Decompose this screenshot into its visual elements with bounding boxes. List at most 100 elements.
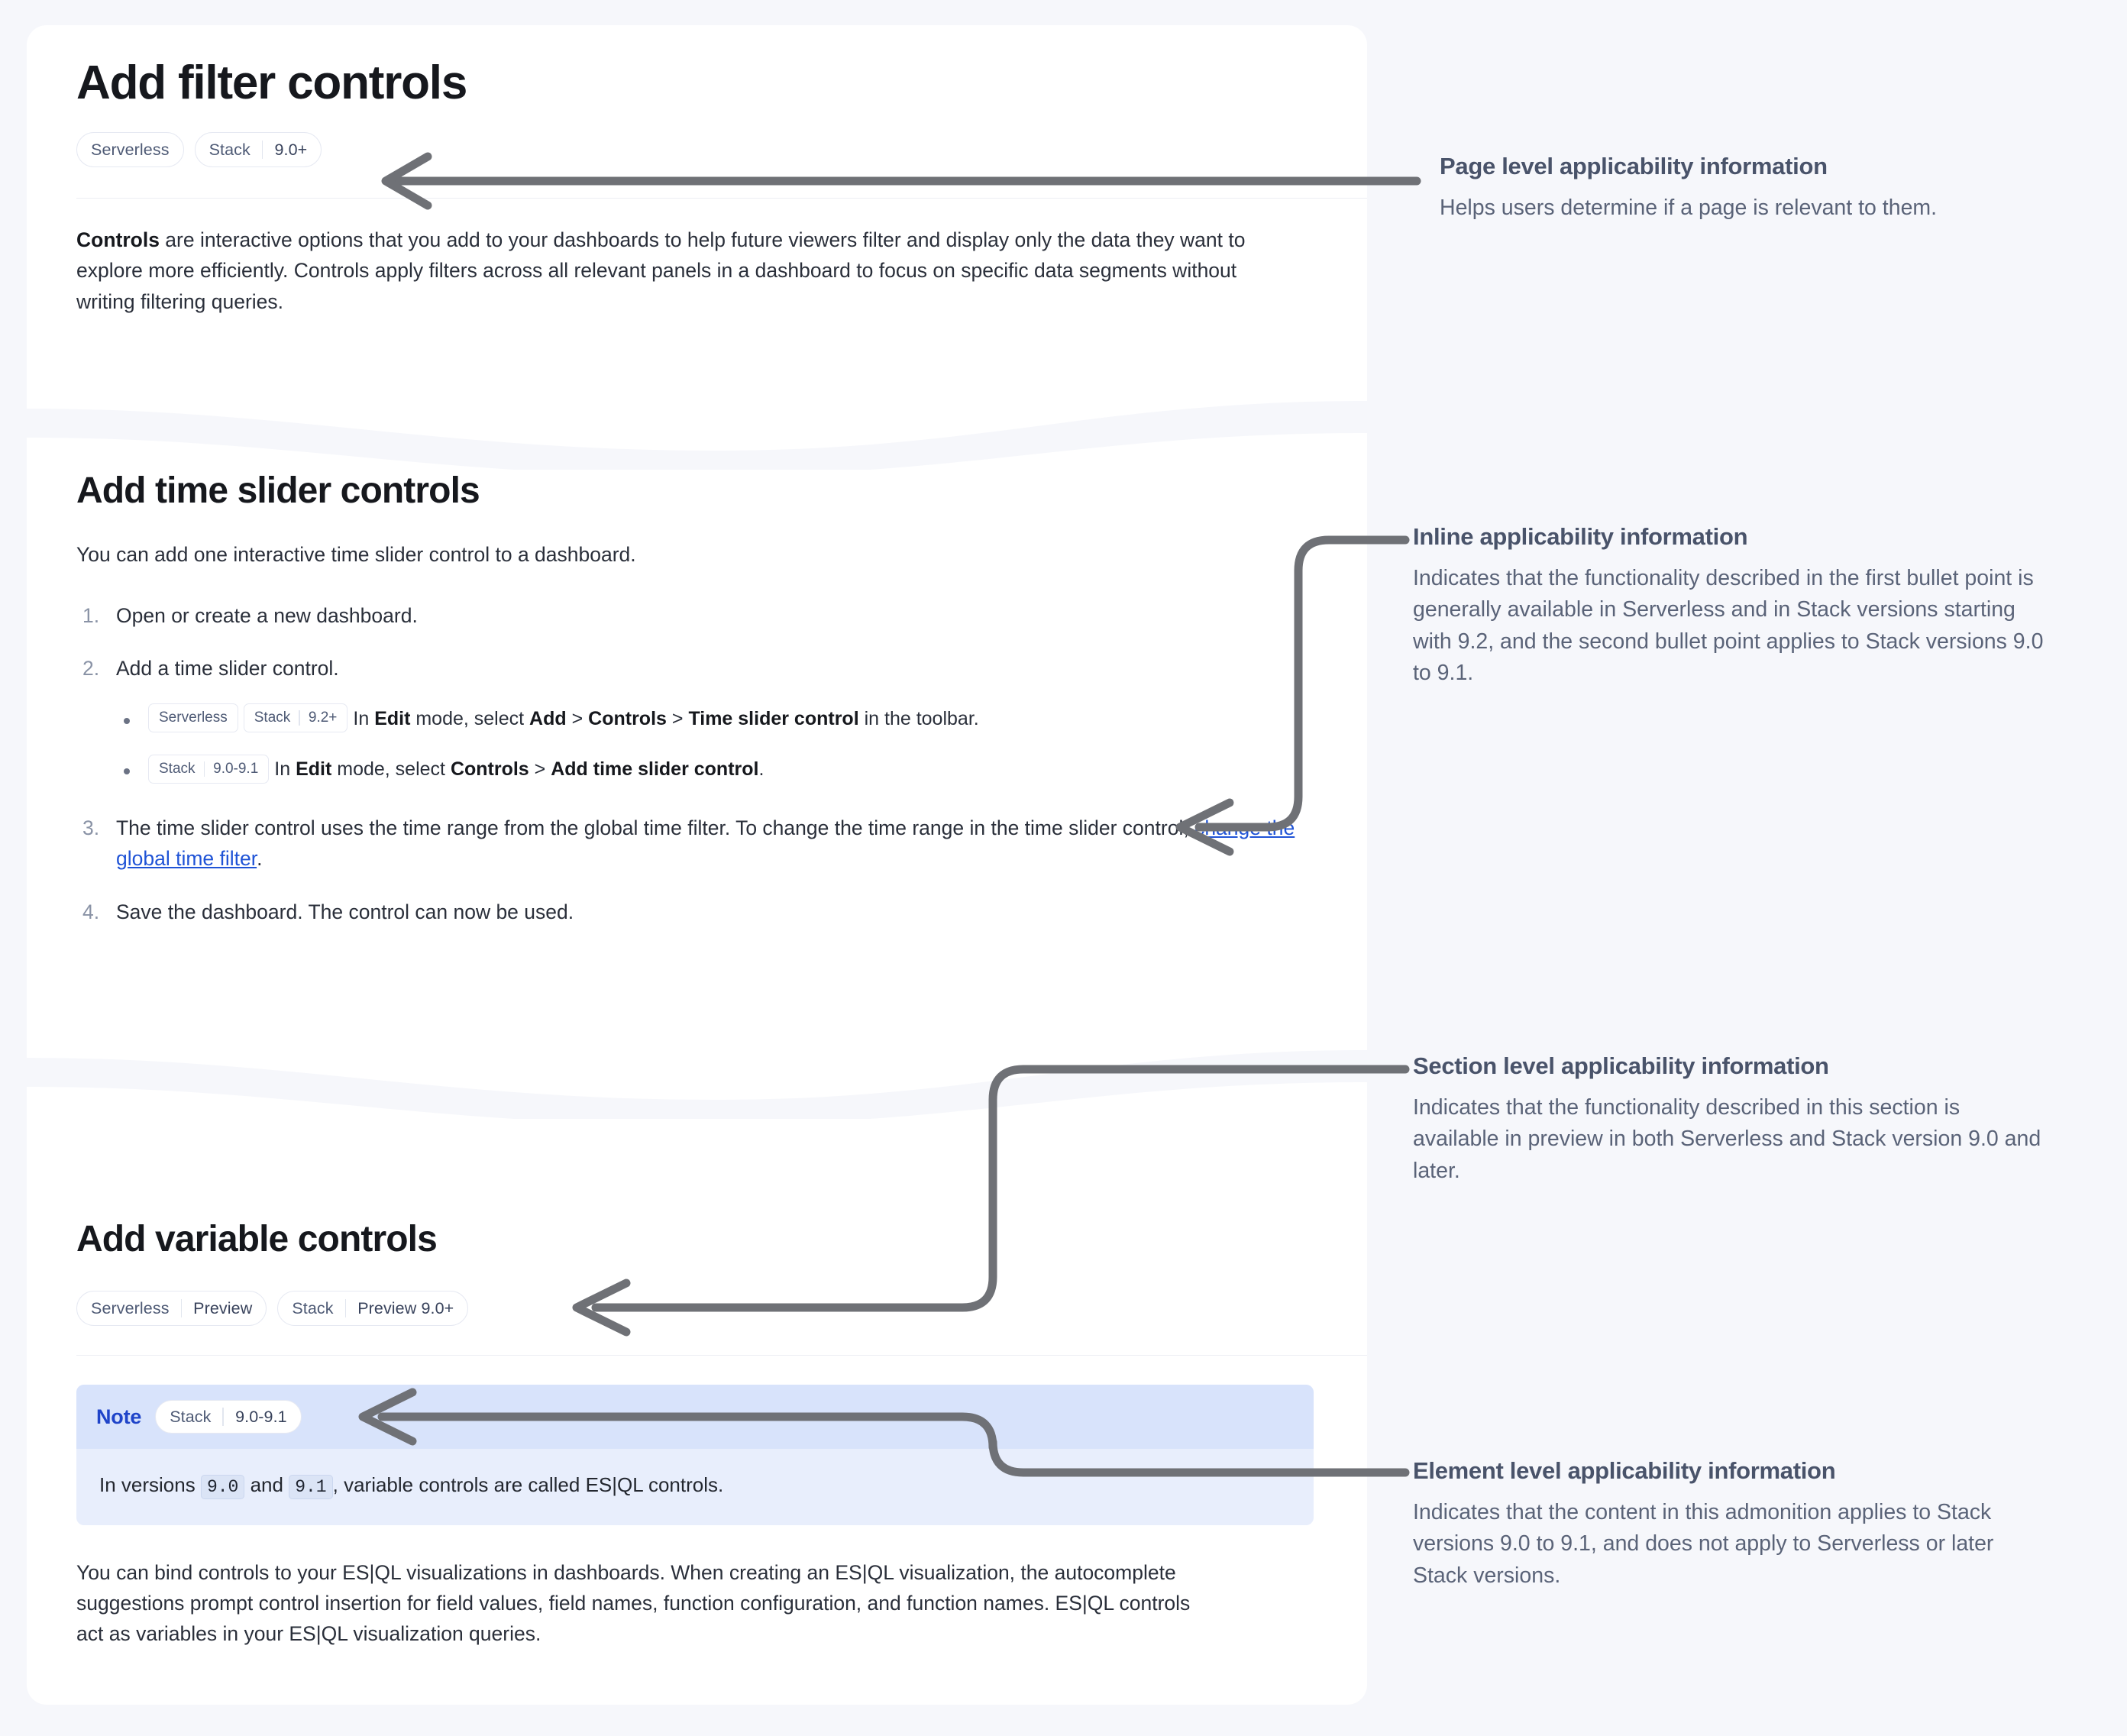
pill-serverless-preview[interactable]: Serverless Preview xyxy=(76,1291,267,1327)
pill-version: Preview xyxy=(193,1298,253,1317)
step-text: The time slider control uses the time ra… xyxy=(116,816,1195,839)
note-header: Note Stack 9.0-9.1 xyxy=(76,1385,1314,1450)
pill-version: 9.0-9.1 xyxy=(235,1407,287,1426)
time-slider-intro: You can add one interactive time slider … xyxy=(76,543,636,567)
text-part-bold: Add xyxy=(529,707,567,729)
code-version-91: 9.1 xyxy=(289,1475,333,1500)
note-admonition: Note Stack 9.0-9.1 In versions 9.0 and 9… xyxy=(76,1385,1314,1525)
badge-label: Stack xyxy=(159,760,196,777)
text-part: In xyxy=(353,707,375,729)
doc-section-intro: Add filter controls Serverless Stack 9.0… xyxy=(27,25,1367,401)
time-slider-steps: 1. Open or create a new dashboard. 2. Ad… xyxy=(76,600,1367,927)
text-part-bold: Edit xyxy=(296,758,332,781)
page-applicability-pills: Serverless Stack 9.0+ xyxy=(76,132,1367,168)
documentation-panel: Add filter controls Serverless Stack 9.0… xyxy=(27,25,1367,1705)
text-part-bold: Controls xyxy=(588,707,667,729)
section-applicability-pills: Serverless Preview Stack Preview 9.0+ xyxy=(76,1291,1367,1327)
badge-version: 9.2+ xyxy=(308,710,338,726)
text-part: . xyxy=(758,758,764,781)
step-4: 4. Save the dashboard. The control can n… xyxy=(76,897,1367,927)
annotation-section-level: Section level applicability information … xyxy=(1413,1052,2047,1187)
bullet-item-1: Serverless Stack 9.2+ In Edit mode, sele… xyxy=(116,703,1367,734)
annotation-title: Inline applicability information xyxy=(1413,523,1748,550)
badge-divider xyxy=(299,710,300,726)
pill-label: Stack xyxy=(208,140,251,159)
code-version-90: 9.0 xyxy=(200,1475,245,1500)
text-part-bold: Edit xyxy=(374,707,411,729)
badge-stack-92[interactable]: Stack 9.2+ xyxy=(243,703,348,733)
annotation-text: Indicates that the content in this admon… xyxy=(1413,1500,1994,1588)
step-number: 2. xyxy=(82,656,100,680)
text-part: mode, select xyxy=(410,707,530,729)
note-text-pre: In versions xyxy=(99,1473,201,1497)
pill-label: Serverless xyxy=(91,1298,170,1317)
pill-version: Preview 9.0+ xyxy=(357,1298,454,1317)
intro-paragraph: Controls are interactive options that yo… xyxy=(76,225,1298,317)
bullet-item-2: Stack 9.0-9.1 In Edit mode, select Contr… xyxy=(116,754,1367,784)
badge-version: 9.0-9.1 xyxy=(213,760,259,777)
variable-controls-paragraph: You can bind controls to your ES|QL visu… xyxy=(76,1560,1191,1646)
bullet-text: In Edit mode, select Controls > Add time… xyxy=(274,758,764,780)
annotation-text: Helps users determine if a page is relev… xyxy=(1440,196,1938,220)
section-title-variable-controls: Add variable controls xyxy=(76,1219,438,1259)
pill-divider xyxy=(261,141,263,160)
section-title-time-slider: Add time slider controls xyxy=(76,470,480,511)
step-text: Open or create a new dashboard. xyxy=(116,604,418,628)
note-pill-stack[interactable]: Stack 9.0-9.1 xyxy=(155,1400,302,1434)
pill-stack-preview-90[interactable]: Stack Preview 9.0+ xyxy=(277,1291,469,1327)
text-part: > xyxy=(566,707,589,729)
badge-label: Stack xyxy=(254,710,291,726)
pill-divider xyxy=(344,1299,347,1318)
note-text-post: , variable controls are called ES|QL con… xyxy=(332,1473,724,1497)
bullet-text: In Edit mode, select Add > Controls > Ti… xyxy=(353,708,978,729)
text-part-bold: Time slider control xyxy=(688,707,859,729)
pill-version: 9.0+ xyxy=(274,140,308,159)
step-number: 1. xyxy=(82,604,100,628)
step-text-tail: . xyxy=(257,847,263,871)
annotation-text: Indicates that the functionality describ… xyxy=(1413,1095,2041,1183)
pill-serverless[interactable]: Serverless xyxy=(76,132,184,168)
annotation-title: Page level applicability information xyxy=(1440,153,1828,179)
text-part: > xyxy=(529,758,551,781)
step-number: 3. xyxy=(82,816,100,839)
intro-lead: Controls xyxy=(76,228,160,252)
step-number: 4. xyxy=(82,900,100,924)
page-title: Add filter controls xyxy=(76,57,467,109)
text-part: mode, select xyxy=(331,758,451,781)
badge-stack-90-91[interactable]: Stack 9.0-9.1 xyxy=(148,754,270,784)
pill-label: Stack xyxy=(292,1298,334,1317)
note-body: In versions 9.0 and 9.1, variable contro… xyxy=(76,1449,1314,1525)
step-text: Save the dashboard. The control can now … xyxy=(116,900,574,924)
step-1: 1. Open or create a new dashboard. xyxy=(76,600,1367,631)
annotation-page-level: Page level applicability information Hel… xyxy=(1440,153,2074,224)
text-part: > xyxy=(666,707,689,729)
annotation-element-level: Element level applicability information … xyxy=(1413,1457,2047,1592)
section-rule xyxy=(76,1355,1367,1356)
pill-divider xyxy=(180,1299,183,1318)
text-part-bold: Controls xyxy=(450,758,529,781)
pill-divider xyxy=(222,1408,225,1427)
step-text: Add a time slider control. xyxy=(116,656,339,680)
step-2: 2. Add a time slider control. Serverless… xyxy=(76,653,1367,785)
step-3: 3. The time slider control uses the time… xyxy=(76,813,1315,874)
annotation-title: Section level applicability information xyxy=(1413,1052,1829,1079)
text-part: In xyxy=(274,758,296,781)
annotation-text: Indicates that the functionality describ… xyxy=(1413,566,2044,685)
text-part-bold: Add time slider control xyxy=(551,758,759,781)
badge-serverless[interactable]: Serverless xyxy=(148,703,238,733)
badge-label: Serverless xyxy=(159,710,228,726)
doc-section-time-slider: Add time slider controls You can add one… xyxy=(27,470,1367,1050)
pill-stack[interactable]: Stack 9.0+ xyxy=(194,132,322,168)
header-rule xyxy=(76,198,1367,199)
text-part: in the toolbar. xyxy=(858,707,979,729)
badge-divider xyxy=(203,761,205,777)
annotation-title: Element level applicability information xyxy=(1413,1457,1836,1484)
annotation-inline: Inline applicability information Indicat… xyxy=(1413,523,2047,689)
time-slider-bullets: Serverless Stack 9.2+ In Edit mode, sele… xyxy=(116,703,1367,785)
note-text-mid: and xyxy=(244,1473,289,1497)
note-label: Note xyxy=(96,1405,142,1428)
intro-rest: are interactive options that you add to … xyxy=(76,228,1246,313)
doc-section-variable-controls: Add variable controls Serverless Preview… xyxy=(27,1119,1367,1649)
pill-label: Serverless xyxy=(91,140,170,159)
pill-label: Stack xyxy=(170,1407,212,1426)
